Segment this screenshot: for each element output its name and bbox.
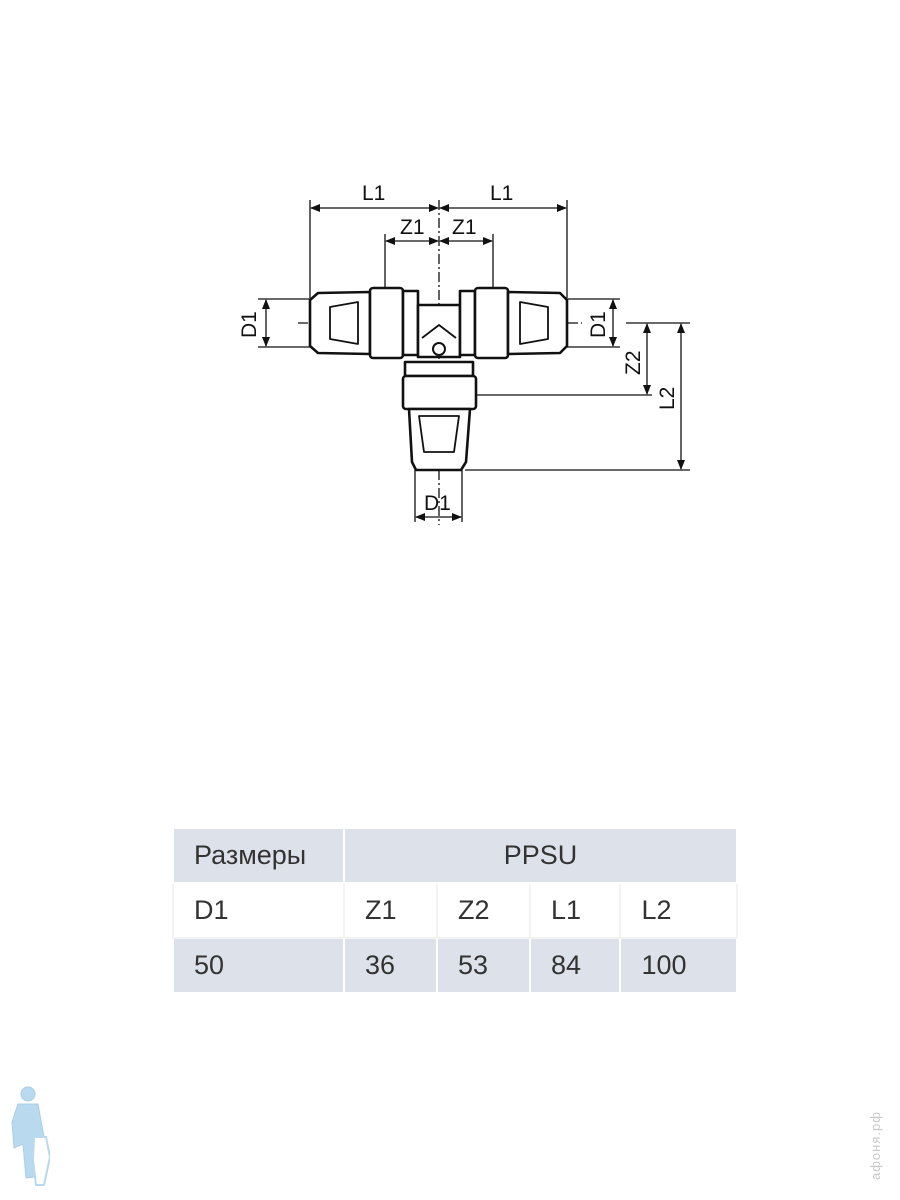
label-z1-left: Z1	[400, 216, 425, 239]
column-l1: L1	[528, 882, 622, 939]
header-material: PPSU	[343, 827, 738, 884]
label-z2: Z2	[622, 350, 645, 375]
tee-fitting-drawing: L1 L1 Z1 Z1 D1 D1 Z2 L2 D1	[238, 182, 690, 525]
plumber-logo	[11, 1086, 50, 1186]
cell-z1: 36	[343, 937, 438, 994]
table-header-row: Размеры PPSU	[172, 827, 738, 884]
label-l1-right: L1	[490, 182, 513, 205]
cell-z2: 53	[436, 937, 531, 994]
label-l1-left: L1	[362, 182, 385, 205]
dimensions-table: Размеры PPSU D1 Z1 Z2 L1 L2 50 36 53 84 …	[172, 827, 738, 994]
table-columns-row: D1 Z1 Z2 L1 L2	[172, 882, 738, 939]
column-d1: D1	[172, 882, 345, 939]
label-d1-left: D1	[238, 311, 261, 338]
cell-d1: 50	[172, 937, 345, 994]
header-sizes: Размеры	[172, 827, 345, 884]
label-d1-bottom: D1	[424, 492, 451, 515]
label-d1-right: D1	[587, 311, 610, 338]
column-z1: Z1	[343, 882, 438, 939]
column-l2: L2	[619, 882, 738, 939]
column-z2: Z2	[436, 882, 531, 939]
label-z1-right: Z1	[452, 216, 477, 239]
label-l2: L2	[656, 387, 679, 410]
cell-l1: 84	[528, 937, 622, 994]
cell-l2: 100	[619, 937, 738, 994]
watermark: афоня.рф	[868, 1111, 883, 1180]
table-row: 50 36 53 84 100	[172, 937, 738, 994]
